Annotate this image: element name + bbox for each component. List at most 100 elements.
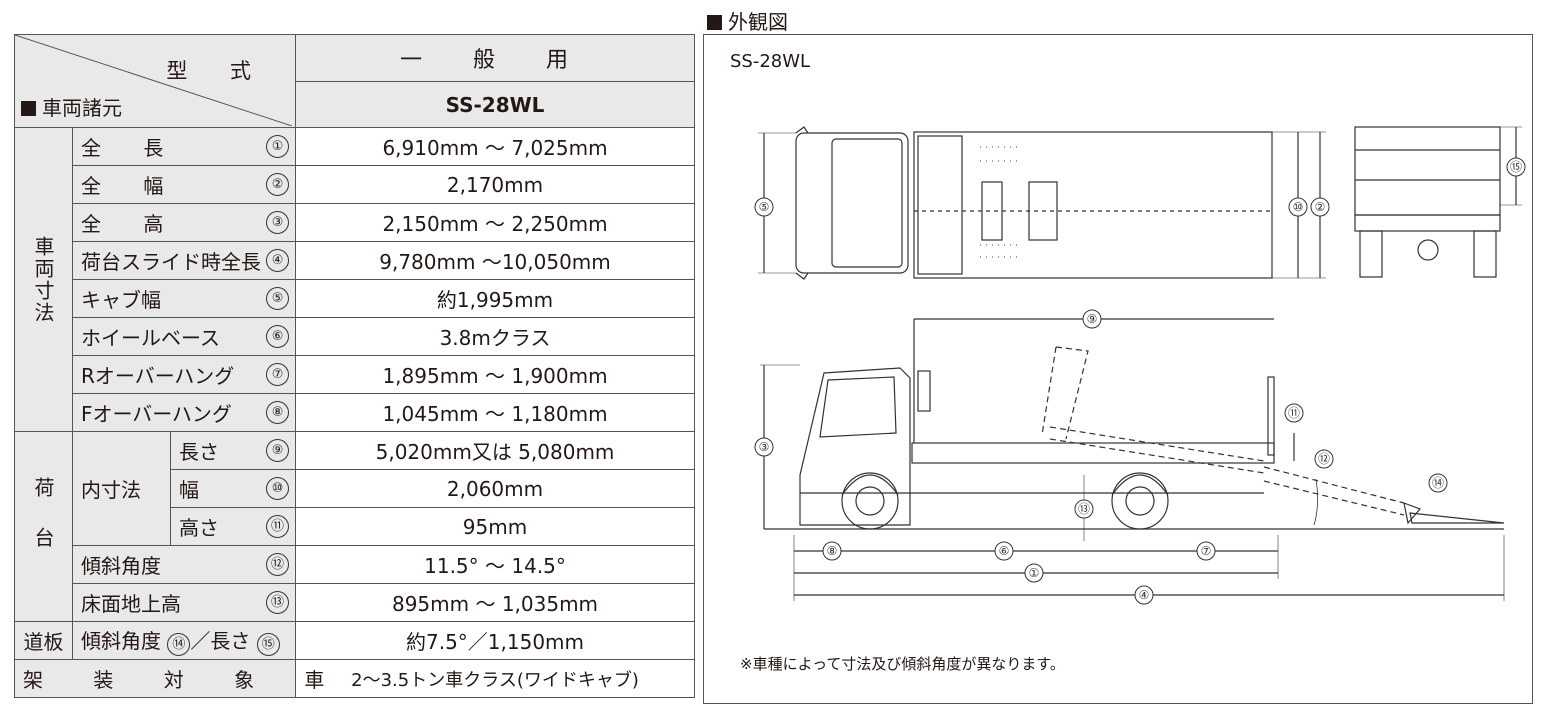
svg-text:⑩: ⑩ — [1293, 200, 1304, 214]
header-diagonal — [15, 35, 292, 126]
svg-text:⑦: ⑦ — [1201, 544, 1212, 558]
row-value: 2,060mm — [295, 469, 696, 508]
spec-header-label: 車両諸元 — [42, 96, 122, 120]
table-row: 道板 傾斜角度 ⑭／長さ ⑮ 約7.5°／1,150mm — [14, 621, 696, 660]
table-row: Rオーバーハング ⑦ 1,895mm ～ 1,900mm — [15, 355, 696, 394]
dim-number: ⑭ — [167, 633, 191, 656]
dim-number: ④ — [266, 249, 290, 272]
svg-text:⑨: ⑨ — [1087, 312, 1098, 326]
svg-text:⑭: ⑭ — [1432, 476, 1444, 490]
dim-number: ② — [266, 173, 290, 196]
row-label: 荷台スライド時全長 — [81, 250, 261, 274]
dim-label-1: ① — [1024, 563, 1044, 583]
svg-text:⑫: ⑫ — [1318, 452, 1330, 466]
row-value: 895mm ～ 1,035mm — [295, 583, 696, 622]
truck-line-drawing: ① ② ③ ④ ⑤ ⑥ ⑦ ⑧ ⑨ ⑩ ⑪ ⑫ ⑬ ⑭ ⑮ — [754, 126, 1526, 605]
ramp-length-label: ／長さ — [190, 629, 251, 653]
dim-number: ③ — [266, 211, 290, 234]
table-row: 全 高 ③ 2,150mm ～ 2,250mm — [15, 203, 696, 242]
dim-label-6: ⑥ — [994, 541, 1014, 561]
header-corner-cell: 型 式 車両諸元 — [13, 34, 297, 128]
dim-number: ⑮ — [256, 633, 280, 656]
dim-label-4: ④ — [1134, 585, 1154, 605]
inner-dims-cell: 内寸法 — [72, 431, 171, 546]
row-value: 5,020mm又は 5,080mm — [295, 431, 696, 470]
dim-number: ⑤ — [266, 287, 290, 310]
square-bullet-icon — [707, 15, 722, 30]
table-row: Fオーバーハング ⑧ 1,045mm ～ 1,180mm — [15, 393, 696, 432]
dim-label-5: ⑤ — [754, 197, 774, 217]
dim-number: ⑦ — [266, 363, 290, 386]
dim-label-15: ⑮ — [1506, 157, 1526, 177]
svg-text:①: ① — [1029, 566, 1040, 580]
svg-text:⑬: ⑬ — [1078, 502, 1090, 516]
table-row: 架 装 対 象 車 2～3.5トン車クラス(ワイドキャブ) — [13, 659, 696, 698]
exterior-drawing-panel: SS-28WL — [703, 34, 1533, 704]
row-label: Fオーバーハング — [81, 402, 232, 426]
dim-number: ⑩ — [266, 477, 290, 500]
dim-label-14: ⑭ — [1428, 473, 1448, 493]
ramp-angle-label: 傾斜角度 — [81, 629, 161, 653]
table-row: 床面地上高 ⑬ 895mm ～ 1,035mm — [15, 583, 696, 622]
row-label: 傾斜角度 — [81, 554, 161, 578]
target-label: 架 装 対 象 車 — [23, 668, 347, 692]
row-value: 2～3.5トン車クラス(ワイドキャブ) — [295, 659, 696, 698]
row-label: 全 長 — [81, 136, 182, 160]
dim-number: ⑧ — [266, 401, 290, 424]
row-value: 約1,995mm — [295, 279, 696, 318]
dim-label-3: ③ — [754, 437, 774, 457]
ramp-group-cell: 道板 — [14, 621, 73, 660]
table-row: キャブ幅 ⑤ 約1,995mm — [15, 279, 696, 318]
row-value: 2,150mm ～ 2,250mm — [295, 203, 696, 242]
svg-text:⑥: ⑥ — [999, 544, 1010, 558]
model-header-label: 型 式 — [166, 59, 270, 83]
svg-text:⑪: ⑪ — [1288, 406, 1300, 420]
row-label: ホイールベース — [81, 326, 220, 350]
rear-view — [1354, 126, 1522, 278]
drawing-title: 外観図 — [728, 10, 788, 34]
dim-number: ⑬ — [266, 591, 290, 614]
row-value: 3.8mクラス — [295, 317, 696, 356]
dim-label-9: ⑨ — [1082, 309, 1102, 329]
group-deck-cell: 荷台 — [14, 431, 73, 622]
row-value: 6,910mm ～ 7,025mm — [295, 127, 696, 166]
row-value: 1,045mm ～ 1,180mm — [295, 393, 696, 432]
dim-label-11: ⑪ — [1284, 403, 1304, 423]
side-view — [760, 318, 1505, 601]
row-value: 約7.5°／1,150mm — [295, 621, 696, 660]
top-view — [758, 126, 1326, 280]
row-value: 2,170mm — [295, 165, 696, 204]
row-value: 1,895mm ～ 1,900mm — [295, 355, 696, 394]
dim-label-8: ⑧ — [822, 541, 842, 561]
row-label: 全 幅 — [81, 174, 182, 198]
row-value: 11.5° ～ 14.5° — [295, 545, 696, 584]
table-row: 荷台 内寸法 長さ ⑨ 5,020mm又は 5,080mm — [14, 431, 696, 622]
row-label: キャブ幅 — [81, 288, 161, 312]
dim-number: ① — [266, 135, 290, 158]
model-cell: SS-28WL — [295, 81, 696, 128]
svg-text:④: ④ — [1139, 588, 1150, 602]
dim-label-2: ② — [1310, 197, 1330, 217]
usage-cell: 一 般 用 — [295, 34, 696, 82]
drawing-model-name: SS-28WL — [730, 51, 811, 72]
row-label: 床面地上高 — [81, 592, 181, 616]
row-label: Rオーバーハング — [81, 364, 235, 388]
svg-text:⑧: ⑧ — [827, 544, 838, 558]
dim-label-13: ⑬ — [1074, 499, 1094, 519]
svg-text:⑮: ⑮ — [1510, 160, 1522, 174]
dimension-callouts: ① ② ③ ④ ⑤ ⑥ ⑦ ⑧ ⑨ ⑩ ⑪ ⑫ ⑬ ⑭ ⑮ — [754, 157, 1526, 605]
svg-text:③: ③ — [759, 440, 770, 454]
dim-label-12: ⑫ — [1314, 449, 1334, 469]
svg-text:②: ② — [1315, 200, 1326, 214]
svg-text:⑤: ⑤ — [759, 200, 770, 214]
row-label: 長さ — [179, 440, 219, 464]
row-value: 95mm — [295, 507, 696, 546]
row-label: 全 高 — [81, 212, 182, 236]
table-row: 全 幅 ② 2,170mm — [15, 165, 696, 204]
dim-number: ⑨ — [266, 439, 290, 462]
